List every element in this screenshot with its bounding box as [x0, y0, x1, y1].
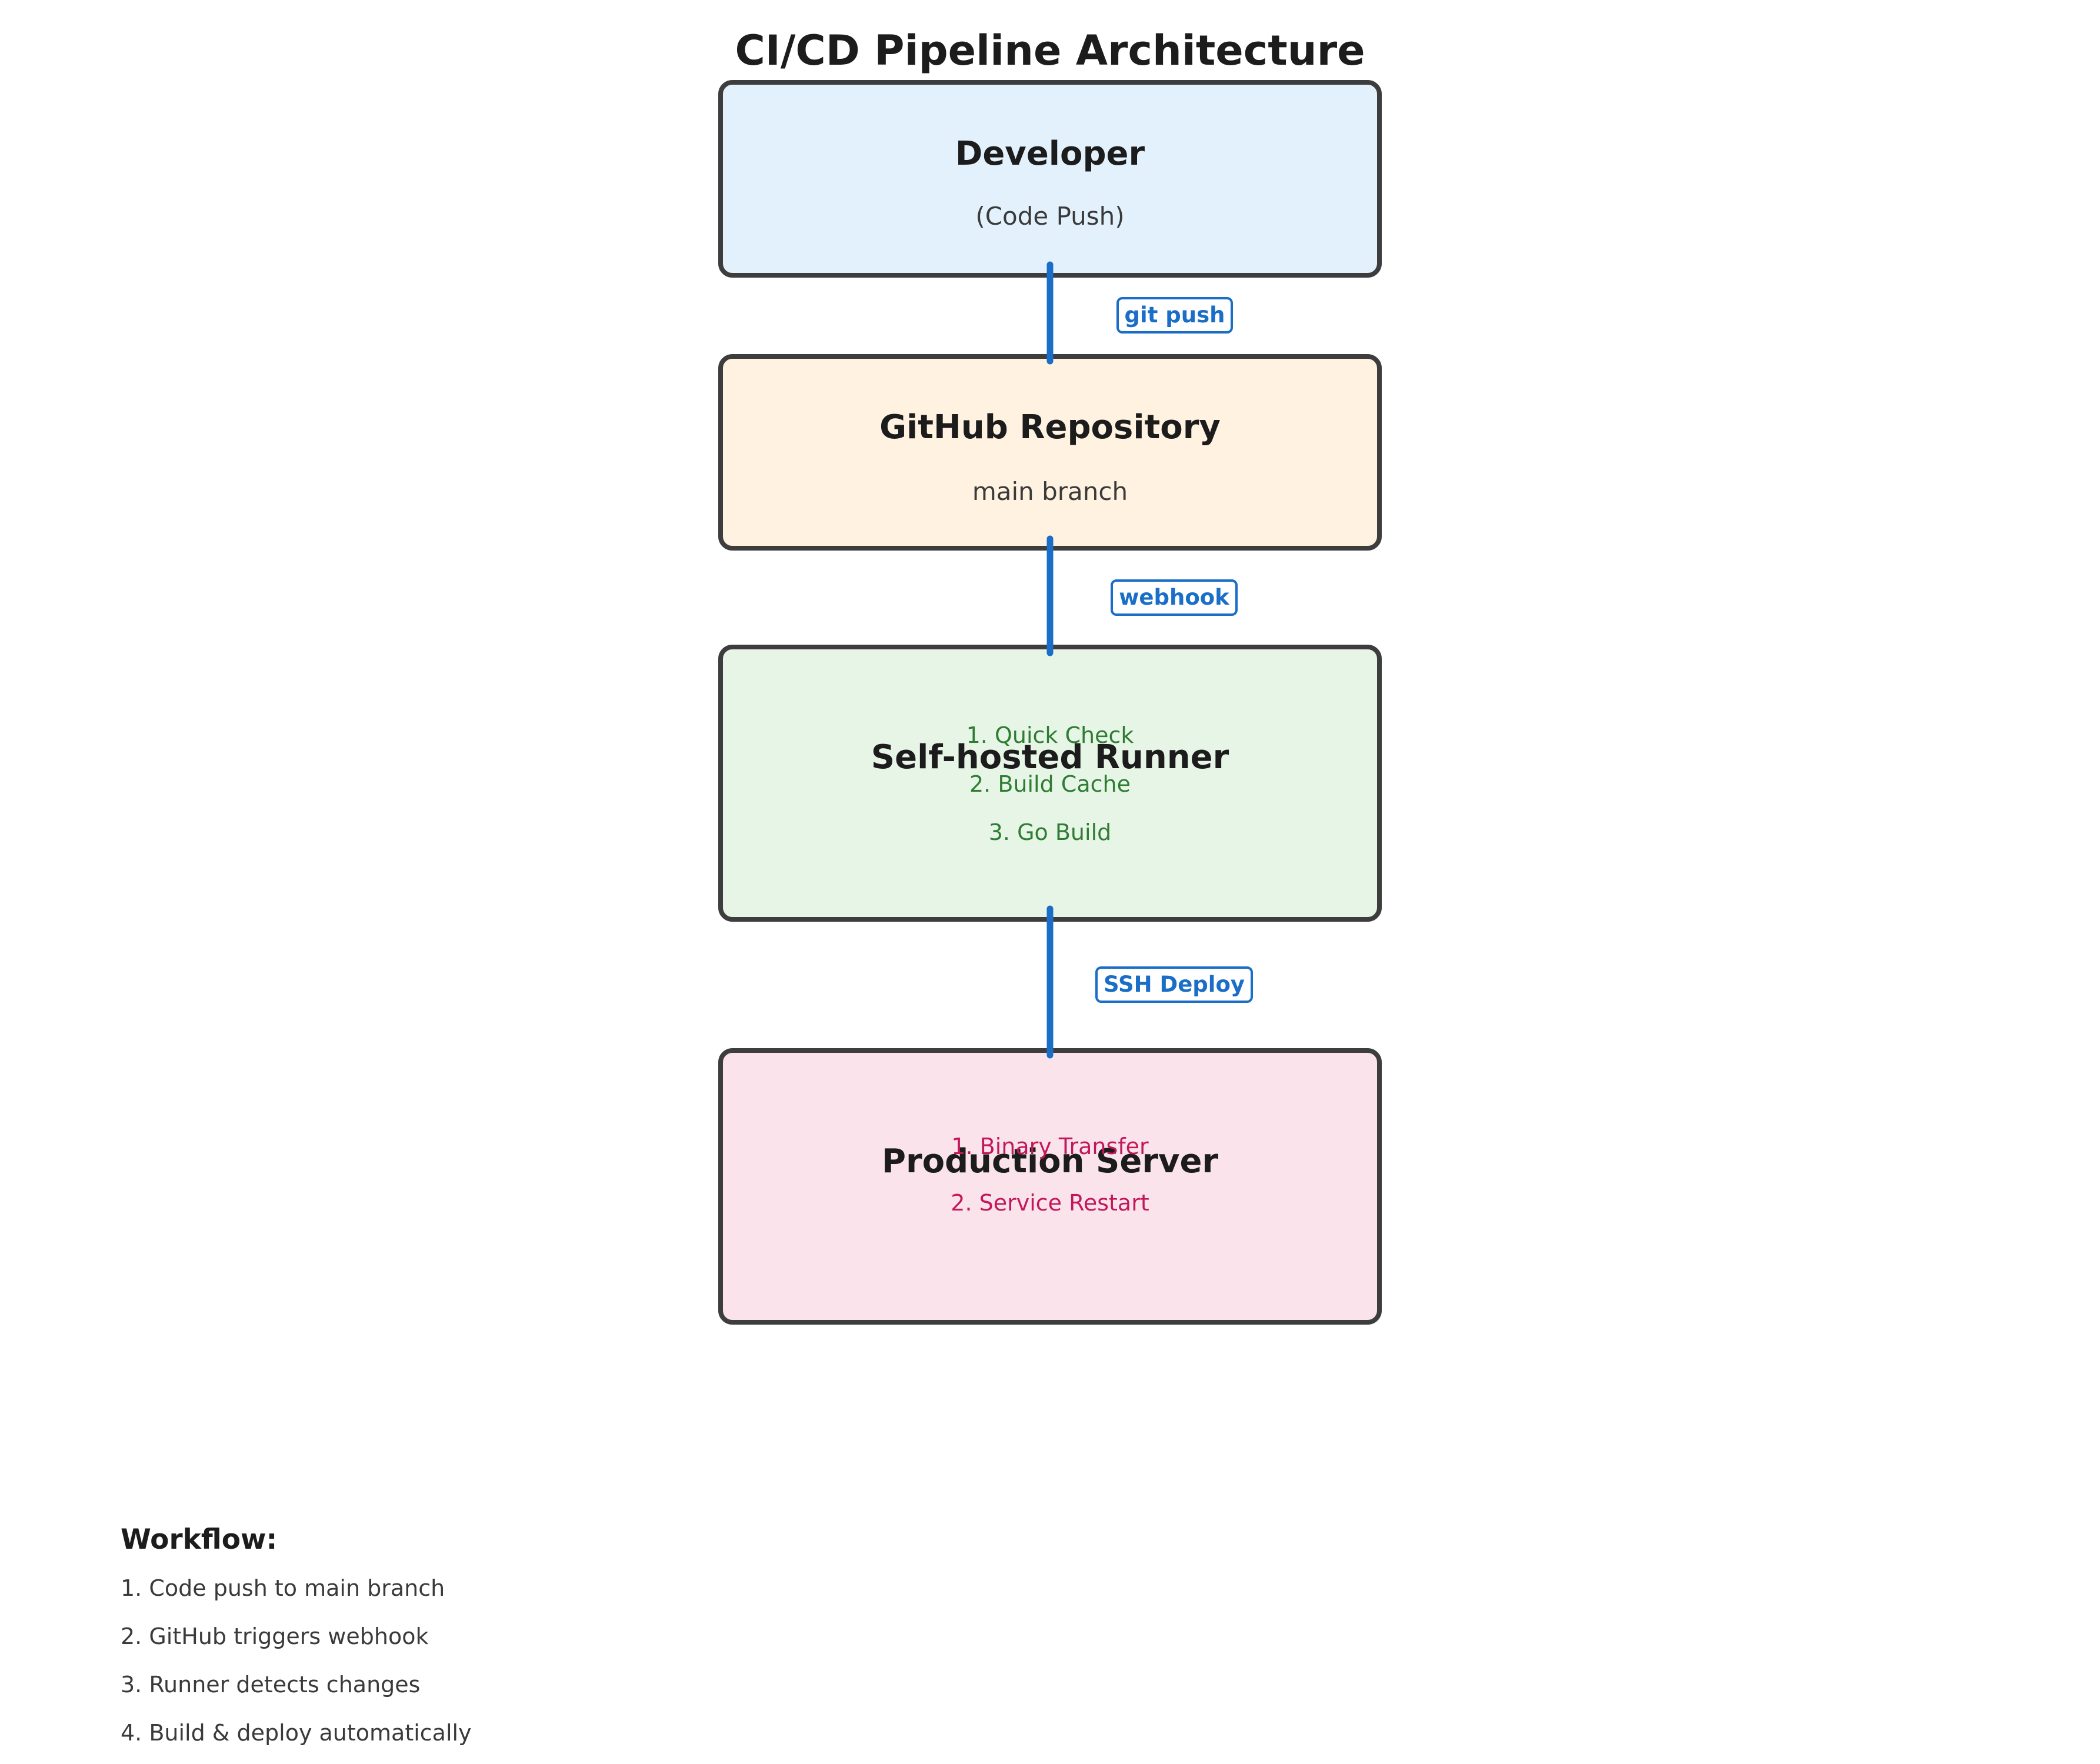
node-developer-subtitle: (Code Push): [975, 202, 1124, 231]
runner-step-go-build: 3. Go Build: [989, 819, 1112, 845]
runner-step-build-cache: 2. Build Cache: [969, 771, 1131, 797]
node-developer-title: Developer: [955, 135, 1145, 173]
edge-webhook-label-box: [1111, 579, 1238, 616]
node-repo-subtitle: main branch: [972, 477, 1128, 506]
node-developer-box: [718, 80, 1382, 278]
runner-step-quick-check: 1. Quick Check: [966, 722, 1134, 748]
workflow-item: 4. Build & deploy automatically: [121, 1720, 472, 1746]
edge-git-push-label: git push: [1125, 302, 1225, 328]
edge-webhook: webhook: [1046, 535, 1238, 656]
node-repo-title: GitHub Repository: [879, 408, 1221, 446]
server-step-service-restart: 2. Service Restart: [951, 1190, 1149, 1216]
edge-ssh-deploy: SSH Deploy: [1046, 905, 1253, 1059]
edge-webhook-label: webhook: [1119, 585, 1230, 610]
workflow-notes: Workflow: 1. Code push to main branch 2.…: [121, 1523, 472, 1746]
edge-ssh-deploy-label-box: [1095, 966, 1253, 1003]
node-developer: Developer (Code Push): [718, 80, 1382, 278]
node-runner-title: Self-hosted Runner: [871, 738, 1229, 776]
edge-ssh-deploy-label: SSH Deploy: [1104, 972, 1245, 997]
workflow-item: 2. GitHub triggers webhook: [121, 1623, 428, 1649]
edge-git-push: git push: [1046, 261, 1233, 365]
node-server-title: Production Server: [882, 1142, 1218, 1181]
workflow-item: 1. Code push to main branch: [121, 1575, 445, 1601]
server-step-binary-transfer: 1. Binary Transfer: [951, 1133, 1149, 1159]
node-production-server: Production Server 1. Binary Transfer 2. …: [718, 1048, 1382, 1325]
edge-git-push-label-box: [1116, 297, 1233, 334]
node-server-box: [718, 1048, 1382, 1325]
node-github-repository: GitHub Repository main branch: [718, 354, 1382, 551]
workflow-heading: Workflow:: [121, 1523, 277, 1556]
workflow-item: 3. Runner detects changes: [121, 1672, 420, 1698]
node-repo-box: [718, 354, 1382, 551]
diagram-title: CI/CD Pipeline Architecture: [735, 26, 1365, 75]
node-self-hosted-runner: Self-hosted Runner 1. Quick Check 2. Bui…: [718, 645, 1382, 922]
